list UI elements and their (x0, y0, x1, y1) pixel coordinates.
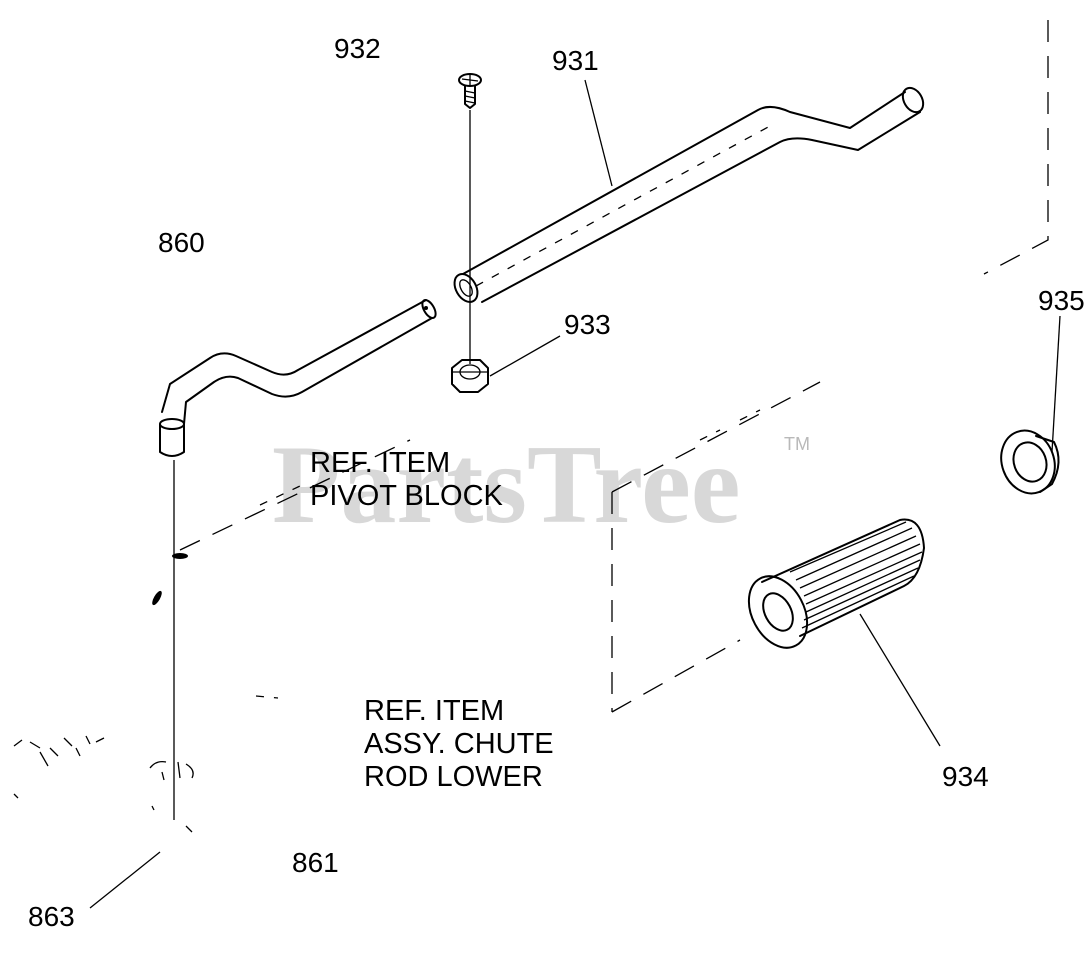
part-861-clip[interactable] (149, 553, 194, 833)
leader-lines (89, 79, 1061, 909)
part-934-splined-sleeve[interactable] (737, 518, 925, 658)
label-931: 931 (552, 45, 599, 76)
part-863-pin-fragments[interactable] (13, 735, 105, 799)
label-932: 932 (334, 33, 381, 64)
label-863: 863 (28, 901, 75, 932)
label-934: 934 (942, 761, 989, 792)
label-935: 935 (1038, 285, 1085, 316)
part-935-bushing[interactable] (993, 423, 1064, 501)
part-933-nut[interactable] (451, 359, 489, 393)
part-932-screw[interactable] (458, 73, 482, 109)
watermark-trademark: TM (784, 434, 810, 454)
part-860-bent-rod[interactable] (159, 298, 438, 457)
reference-frame-lines (179, 20, 1049, 713)
watermark-text: PartsTree (272, 423, 741, 547)
ref-pivot-block-line1: REF. ITEM (310, 447, 450, 479)
part-931-upper-rod[interactable] (450, 84, 927, 306)
ref-pivot-block-line2: PIVOT BLOCK (310, 480, 504, 512)
label-933: 933 (564, 309, 611, 340)
ref-chute-rod-line1: REF. ITEM (364, 695, 504, 727)
ref-chute-rod-line3: ROD LOWER (364, 761, 543, 793)
label-861: 861 (292, 847, 339, 878)
label-860: 860 (158, 227, 205, 258)
ref-chute-rod-line2: ASSY. CHUTE (364, 728, 554, 760)
